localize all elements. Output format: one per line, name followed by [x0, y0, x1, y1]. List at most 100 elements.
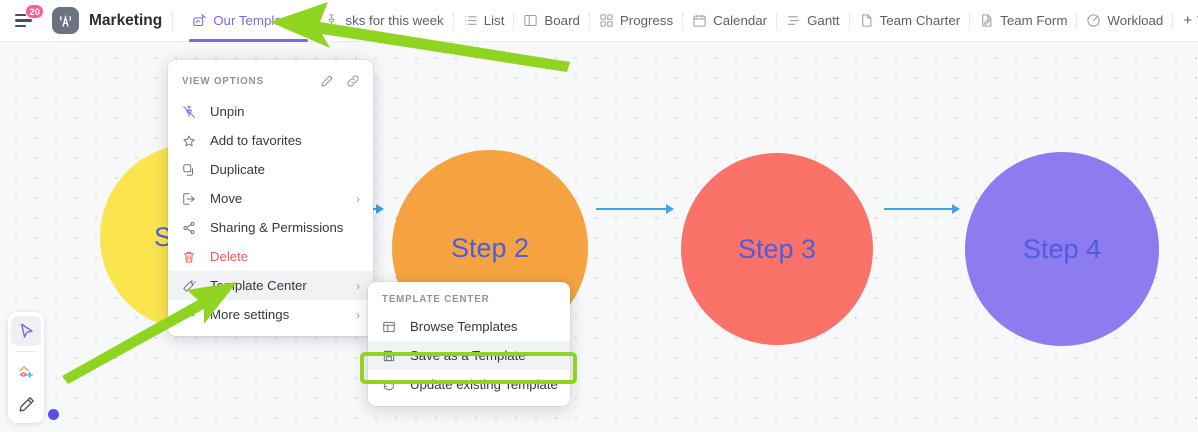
submenu-item-label: Browse Templates: [410, 319, 518, 334]
notification-badge: 20: [25, 3, 44, 19]
tab-calendar[interactable]: Calendar: [683, 0, 776, 42]
step-circle-label: Step 4: [1022, 233, 1102, 264]
progress-grid-icon: [599, 13, 614, 28]
menu-item-unpin[interactable]: Unpin: [168, 97, 373, 126]
floppy-save-icon: [382, 349, 399, 363]
step-circle-4[interactable]: Step 4: [965, 152, 1159, 346]
document-icon: [859, 13, 874, 28]
chevron-right-icon: ›: [356, 307, 360, 322]
tab-label: Calendar: [713, 13, 768, 28]
tab-label: sks for this week: [345, 13, 444, 28]
tab-divider: [1172, 11, 1174, 30]
submenu-item-save-as-template[interactable]: Save as a Template: [368, 341, 570, 370]
divider: [172, 10, 174, 31]
tab-label: Team Charter: [879, 13, 961, 28]
board-icon: [523, 13, 538, 28]
layout-browse-icon: [382, 320, 399, 334]
add-view-button[interactable]: + View: [1173, 12, 1198, 29]
view-options-header: VIEW OPTIONS: [168, 66, 373, 97]
template-center-submenu: TEMPLATE CENTER Browse Templates Save as…: [368, 282, 570, 406]
submenu-title: TEMPLATE CENTER: [382, 294, 490, 305]
toolbar-divider: [16, 351, 36, 352]
menu-item-label: Unpin: [210, 104, 245, 119]
menu-item-duplicate[interactable]: Duplicate: [168, 155, 373, 184]
tab-label: List: [483, 13, 505, 28]
tab-label: Our Templa: [213, 13, 282, 28]
pencil-icon[interactable]: [320, 74, 334, 88]
chevron-right-icon: ›: [356, 191, 360, 206]
menu-item-label: Delete: [210, 249, 249, 264]
step-circle-3[interactable]: Step 3: [681, 153, 873, 345]
step-circle-label: Step 3: [737, 233, 817, 264]
menu-item-label: Add to favorites: [210, 133, 302, 148]
trash-icon: [182, 250, 199, 264]
tab-progress[interactable]: Progress: [590, 0, 682, 42]
calendar-icon: [692, 13, 707, 28]
tab-divider: [682, 11, 684, 30]
add-shape-tool[interactable]: [11, 357, 41, 387]
menu-item-label: Move: [210, 191, 243, 206]
menu-item-add-to-favorites[interactable]: Add to favorites: [168, 126, 373, 155]
pin-board-icon: [192, 13, 207, 28]
menu-item-label: More settings: [210, 307, 290, 322]
tab-team-charter[interactable]: Team Charter: [850, 0, 970, 42]
ellipsis-icon: [182, 308, 199, 322]
star-icon: [182, 134, 199, 148]
menu-item-move[interactable]: Move ›: [168, 184, 373, 213]
refresh-sync-icon: [382, 378, 399, 392]
chevron-right-icon: ›: [356, 278, 360, 293]
menu-item-label: Template Center: [210, 278, 307, 293]
pin-icon: [324, 13, 339, 28]
menu-item-template-center[interactable]: Template Center ›: [168, 271, 373, 300]
submenu-item-label: Update existing Template: [410, 377, 558, 392]
tab-list[interactable]: List: [454, 0, 514, 42]
gantt-icon: [786, 13, 801, 28]
connector-2-3-head: [666, 204, 674, 214]
tab-divider: [848, 11, 850, 30]
menu-title: VIEW OPTIONS: [182, 75, 264, 87]
canvas-toolbar[interactable]: [8, 312, 44, 423]
tab-label: Progress: [619, 13, 674, 28]
menu-item-more-settings[interactable]: More settings ›: [168, 300, 373, 329]
tab-our-templates[interactable]: Our Templa •••: [183, 0, 314, 42]
submenu-item-update-existing-template[interactable]: Update existing Template: [368, 370, 570, 399]
menu-item-label: Duplicate: [210, 162, 265, 177]
connector-3-4-head: [952, 204, 960, 214]
tab-label: Board: [544, 13, 580, 28]
move-arrow-icon: [182, 192, 199, 206]
submenu-item-browse-templates[interactable]: Browse Templates: [368, 312, 570, 341]
top-navigation-bar: 20 Marketing Our Templa: [0, 0, 1198, 42]
connector-3-4[interactable]: [884, 208, 954, 210]
menu-item-sharing-permissions[interactable]: Sharing & Permissions: [168, 213, 373, 242]
menu-item-delete[interactable]: Delete: [168, 242, 373, 271]
tab-label: Workload: [1107, 13, 1164, 28]
workspace-avatar[interactable]: [52, 7, 79, 34]
tab-tasks-for-this-week[interactable]: sks for this week: [315, 0, 452, 42]
connector-2-3[interactable]: [596, 208, 668, 210]
form-icon: [979, 13, 994, 28]
tab-more-dots[interactable]: •••: [287, 11, 306, 27]
workspace-name: Marketing: [89, 11, 163, 29]
highlighter-pen-tool[interactable]: [11, 389, 41, 419]
magic-wand-icon: [182, 279, 199, 293]
tab-team-form[interactable]: Team Form: [970, 0, 1076, 42]
tab-divider: [588, 11, 590, 30]
tab-label: Team Form: [1000, 13, 1068, 28]
tab-board[interactable]: Board: [514, 0, 588, 42]
link-icon[interactable]: [346, 74, 360, 88]
view-options-menu: VIEW OPTIONS: [168, 60, 373, 336]
hamburger-menu-icon[interactable]: 20: [8, 3, 44, 36]
tab-divider: [1076, 11, 1078, 30]
presence-cursor-dot: [48, 409, 59, 420]
step-circle-label: Step 2: [450, 232, 530, 263]
tab-label: Gantt: [807, 13, 840, 28]
duplicate-icon: [182, 163, 199, 177]
view-tabs: Our Templa ••• sks for this week: [183, 0, 1198, 42]
tab-workload[interactable]: Workload: [1077, 0, 1172, 42]
tab-divider: [969, 11, 971, 30]
select-cursor-tool[interactable]: [11, 316, 41, 346]
unpin-icon: [182, 105, 199, 119]
plus-icon: +: [1183, 12, 1193, 29]
tab-gantt[interactable]: Gantt: [777, 0, 849, 42]
list-icon: [463, 13, 478, 28]
